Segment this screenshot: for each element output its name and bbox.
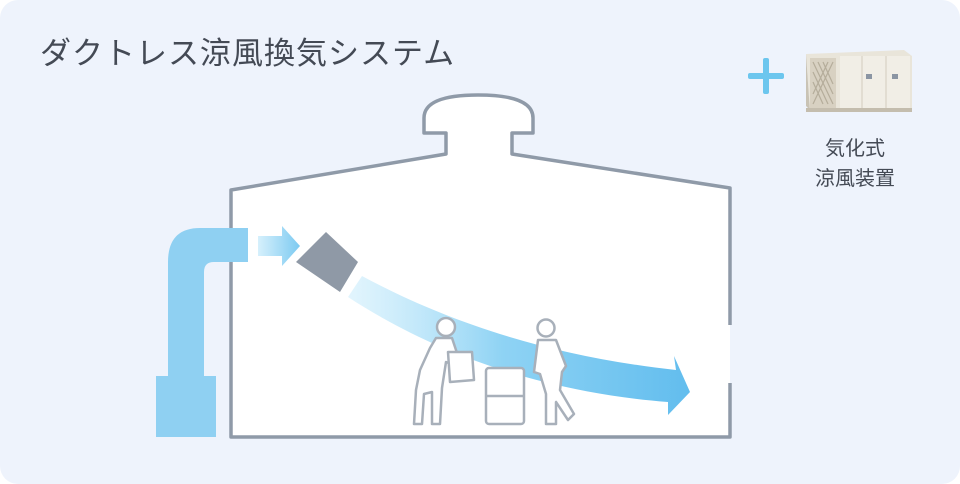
device-caption-line2: 涼風装置 — [815, 166, 895, 190]
airflow-arrow — [348, 276, 690, 415]
device-caption-line1: 気化式 — [825, 136, 885, 160]
building-interior — [231, 95, 730, 437]
worker-standing — [532, 318, 576, 426]
worker-carrying-box — [412, 316, 476, 426]
ventilation-fan — [296, 232, 358, 292]
storage-cabinet — [484, 366, 526, 426]
intake-arrow — [258, 226, 300, 266]
building-roof-outline — [229, 93, 732, 325]
air-duct — [156, 228, 248, 437]
device-caption: 気化式 涼風装置 — [780, 133, 930, 193]
evaporative-cooler-unit-icon — [806, 50, 912, 112]
page-title: ダクトレス涼風換気システム — [40, 36, 456, 72]
plus-icon — [748, 58, 784, 94]
building-wall-outline — [229, 262, 732, 439]
